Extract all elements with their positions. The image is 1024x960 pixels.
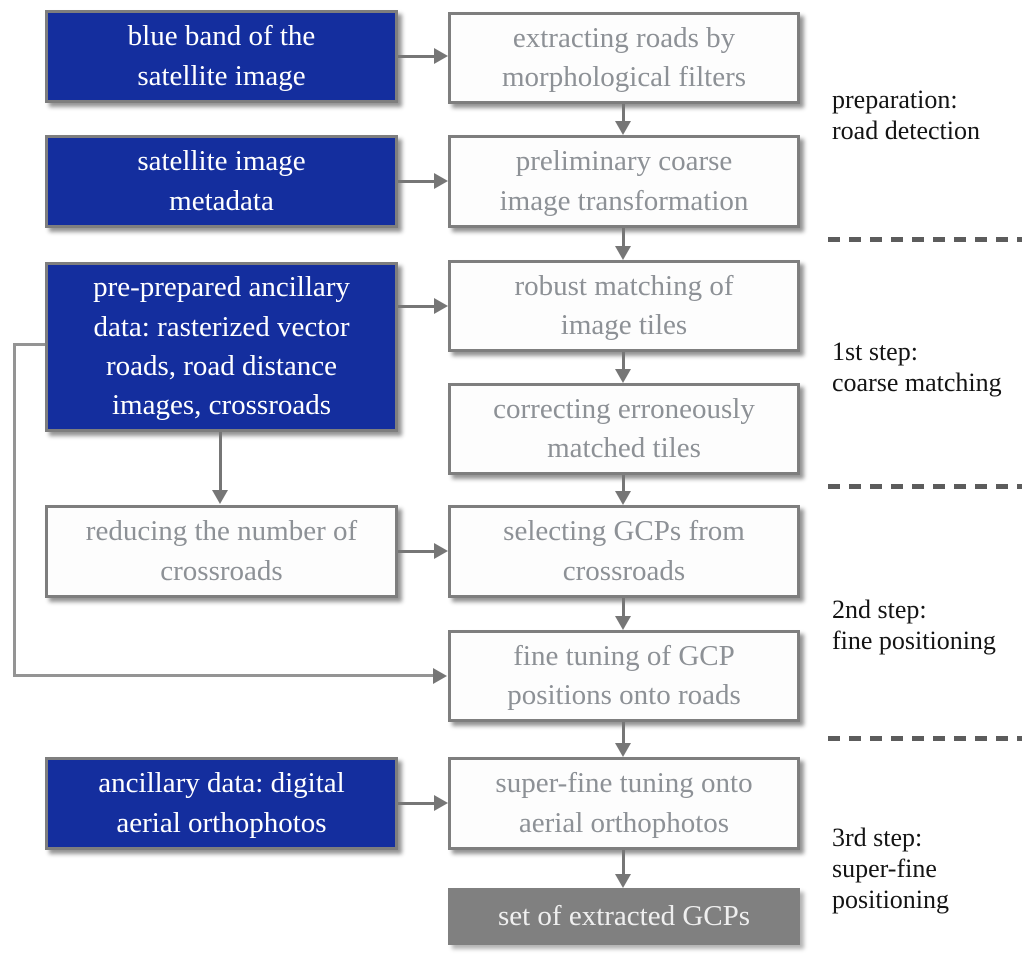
arrow-m2-m3-line [622,228,625,247]
node-satellite-metadata: satellite image metadata [45,135,398,228]
node-blue-band: blue band of the satellite image [45,10,398,103]
stage-separator-2 [828,484,1022,489]
node-super-fine-tuning: super-fine tuning onto aerial orthophoto… [448,757,800,850]
arrow-m6-m7-head-icon [615,743,631,757]
node-reducing-crossroads: reducing the number of crossroads [45,505,398,598]
arrow-elbow-horizontal-line [13,674,434,677]
arrow-m3-m4-head-icon [615,369,631,383]
arrow-elbow-head-icon [433,668,447,684]
arrow-elbow-vertical-line [13,343,16,677]
stage-separator-3 [828,736,1022,741]
arrow-m7-result-head-icon [615,874,631,888]
arrow-blueband-line [398,55,436,58]
arrow-m3-m4-line [622,352,625,371]
arrow-m1-m2-head-icon [615,121,631,135]
arrow-m6-m7-line [622,722,625,745]
arrow-m1-m2-line [622,104,625,123]
node-correcting-tiles: correcting erroneously matched tiles [448,383,800,475]
stage-label-preparation: preparation: road detection [832,85,980,145]
arrow-orthophotos-line [398,802,436,805]
arrow-m2-m3-head-icon [615,246,631,260]
node-selecting-gcps: selecting GCPs from crossroads [448,505,800,598]
arrow-blueband-head-icon [434,48,448,64]
stage-separator-1 [828,237,1022,242]
node-preliminary-transformation: preliminary coarse image transformation [448,135,800,228]
node-fine-tuning: fine tuning of GCP positions onto roads [448,630,800,722]
node-ancillary-orthophotos: ancillary data: digital aerial orthophot… [45,757,398,850]
arrow-preprepared-down-head-icon [212,490,228,504]
arrow-metadata-head-icon [434,173,448,189]
stage-label-step3: 3rd step: super-fine positioning [832,823,950,914]
arrow-m4-m5-line [622,475,625,492]
stage-label-step2: 2nd step: fine positioning [832,595,996,655]
node-result-gcps: set of extracted GCPs [448,888,800,945]
arrow-m5-m6-head-icon [615,616,631,630]
node-extracting-roads: extracting roads by morphological filter… [448,12,800,104]
arrow-m4-m5-head-icon [615,491,631,505]
arrow-m5-m6-line [622,598,625,617]
arrow-reducing-line [398,550,436,553]
arrow-reducing-head-icon [434,543,448,559]
arrow-metadata-line [398,180,436,183]
arrow-preprepared-down-line [219,432,222,492]
arrow-elbow-stub-line [13,343,45,346]
node-robust-matching: robust matching of image tiles [448,260,800,352]
arrow-orthophotos-head-icon [434,795,448,811]
arrow-preprepared-line [398,305,436,308]
arrow-m7-result-line [622,850,625,876]
stage-label-step1: 1st step: coarse matching [832,337,1002,397]
arrow-preprepared-head-icon [434,298,448,314]
node-preprepared-ancillary-data: pre-prepared ancillary data: rasterized … [45,262,398,432]
